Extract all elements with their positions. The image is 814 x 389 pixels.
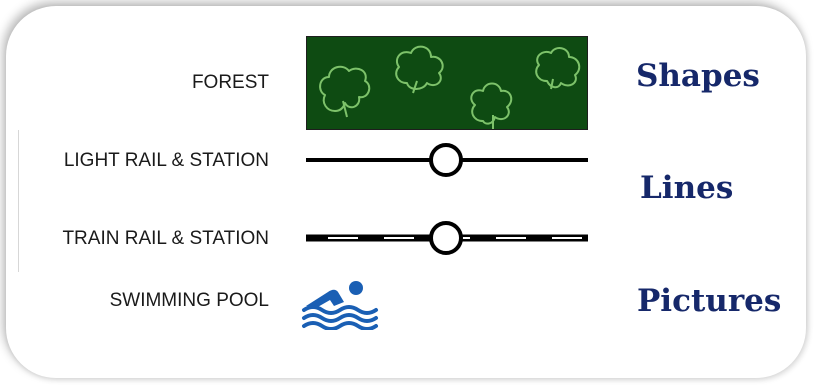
forest-swatch — [306, 36, 588, 130]
forest-tree-outlines-icon — [319, 45, 581, 129]
card-divider — [18, 130, 19, 272]
train-rail-label: TRAIN RAIL & STATION — [62, 228, 269, 249]
category-lines: Lines — [640, 170, 734, 206]
forest-label: FOREST — [191, 72, 269, 93]
solid-line-station-icon — [306, 143, 588, 177]
dashed-line-station-icon — [306, 221, 588, 255]
light-rail-label: LIGHT RAIL & STATION — [63, 150, 269, 171]
category-shapes: Shapes — [636, 58, 760, 94]
category-pictures: Pictures — [637, 283, 782, 319]
swimmer-icon — [302, 281, 378, 330]
swimming-pool-label: SWIMMING POOL — [109, 290, 269, 311]
